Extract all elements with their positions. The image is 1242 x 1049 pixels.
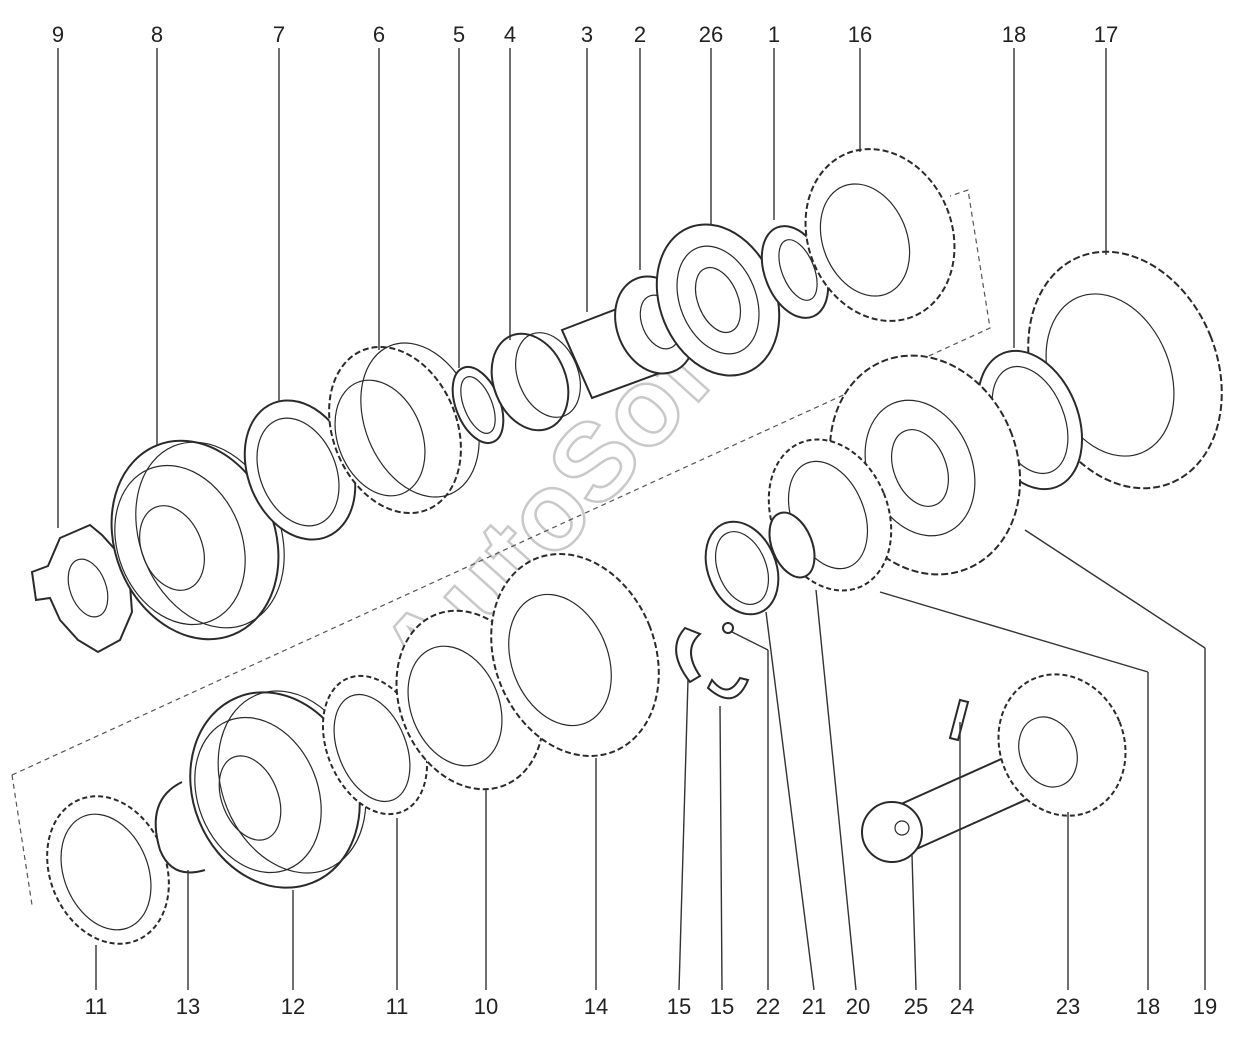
part-21-circlip: [768, 511, 816, 579]
leader-lines: [57, 48, 1206, 991]
part-15-half-washers: [675, 626, 750, 700]
callout-14: 14: [584, 994, 608, 1019]
callout-13: 13: [176, 994, 200, 1019]
callout-15-b: 15: [710, 994, 734, 1019]
callout-16: 16: [848, 22, 872, 47]
callout-23: 23: [1056, 994, 1080, 1019]
callout-11-right: 11: [386, 994, 409, 1019]
callout-4: 4: [504, 22, 516, 47]
callout-12: 12: [281, 994, 305, 1019]
part-12-synchro-hub: [189, 690, 367, 889]
callout-21: 21: [802, 994, 826, 1019]
part-6-gear: [328, 342, 480, 515]
callout-10: 10: [474, 994, 498, 1019]
callout-6: 6: [373, 22, 385, 47]
part-16-gear: [804, 148, 956, 322]
part-26-ball-bearing: [655, 223, 781, 377]
callout-25: 25: [904, 994, 928, 1019]
callout-3: 3: [581, 22, 593, 47]
callout-8: 8: [151, 22, 163, 47]
part-22-ball: [722, 622, 734, 634]
callout-1: 1: [768, 22, 780, 47]
callout-9: 9: [52, 22, 64, 47]
callout-19: 19: [1193, 994, 1217, 1019]
callout-2: 2: [634, 22, 646, 47]
callout-18-bottom: 18: [1136, 994, 1160, 1019]
dashed-outline: [11, 189, 991, 906]
part-21-thrust-washer: [704, 520, 780, 616]
part-8-synchro-hub: [110, 439, 285, 641]
callout-24: 24: [950, 994, 974, 1019]
callout-5: 5: [453, 22, 465, 47]
callout-17: 17: [1094, 22, 1118, 47]
callouts-top: 9 8 7 6 5 4 3 2 26 1 16 18 17: [52, 22, 1118, 47]
callout-26: 26: [699, 22, 723, 47]
callout-22: 22: [756, 994, 780, 1019]
part-9-lock-washer: [30, 523, 134, 654]
callout-20: 20: [846, 994, 870, 1019]
callouts-bottom: 11 13 12 11 10 14 15 15 22 21 20 25 24 2…: [85, 994, 1218, 1019]
part-13-circlip: [154, 781, 206, 874]
callout-15-a: 15: [667, 994, 691, 1019]
part-14-gear: [490, 553, 660, 757]
callout-18-top: 18: [1002, 22, 1026, 47]
part-24-roll-pin: [948, 698, 970, 742]
callout-7: 7: [273, 22, 285, 47]
callout-11-left: 11: [85, 994, 108, 1019]
part-23-reverse-idler-gear: [997, 673, 1127, 817]
